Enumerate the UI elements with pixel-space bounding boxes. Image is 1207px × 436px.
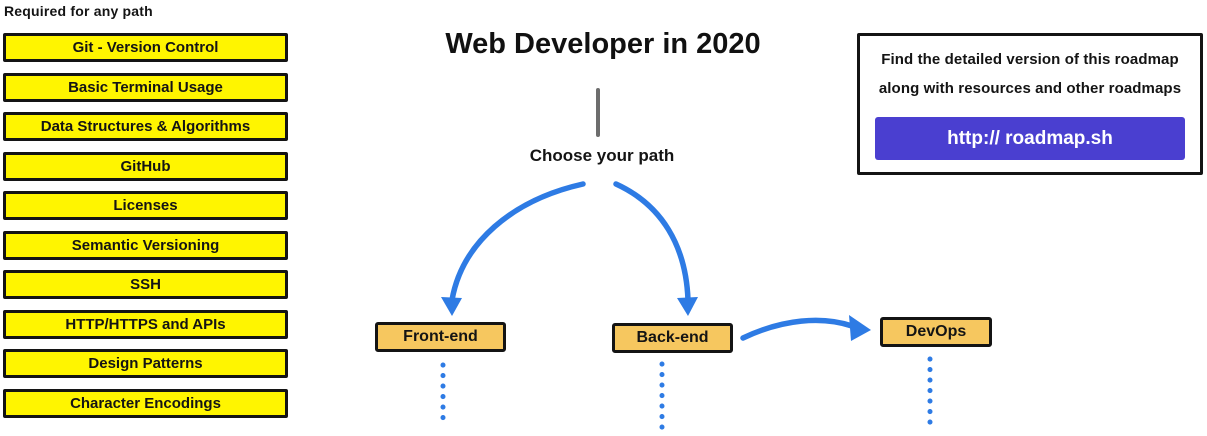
roadmap-link-button[interactable]: http:// roadmap.sh <box>875 117 1185 160</box>
arrowhead-backend-icon <box>677 297 698 316</box>
skill-item-licenses[interactable]: Licenses <box>3 191 288 220</box>
skill-item-ssh[interactable]: SSH <box>3 270 288 299</box>
info-line-1: Find the detailed version of this roadma… <box>881 51 1179 68</box>
arrowhead-frontend-icon <box>441 297 462 316</box>
path-box-frontend[interactable]: Front-end <box>375 322 506 352</box>
skill-item-data-structures-algorithms[interactable]: Data Structures & Algorithms <box>3 112 288 141</box>
arrow-backend-to-devops <box>740 317 855 341</box>
choose-path-label: Choose your path <box>529 146 675 165</box>
info-box: Find the detailed version of this roadma… <box>857 33 1203 175</box>
required-section-title: Required for any path <box>4 3 153 19</box>
required-skill-list: Git - Version Control Basic Terminal Usa… <box>3 33 288 418</box>
arrow-to-backend <box>613 181 691 303</box>
arrowhead-devops-icon <box>849 315 871 341</box>
path-box-backend[interactable]: Back-end <box>612 323 733 353</box>
path-box-devops[interactable]: DevOps <box>880 317 992 347</box>
skill-item-semantic-versioning[interactable]: Semantic Versioning <box>3 230 288 260</box>
skill-item-git-version-control[interactable]: Git - Version Control <box>3 33 288 62</box>
arrow-to-frontend <box>449 181 586 303</box>
page-title: Web Developer in 2020 <box>445 28 761 60</box>
info-line-2: along with resources and other roadmaps <box>878 80 1182 97</box>
title-connector-line <box>596 88 600 137</box>
skill-item-character-encodings[interactable]: Character Encodings <box>3 388 288 418</box>
skill-item-basic-terminal-usage[interactable]: Basic Terminal Usage <box>3 72 288 102</box>
skill-item-http-https-apis[interactable]: HTTP/HTTPS and APIs <box>3 309 288 339</box>
skill-item-github[interactable]: GitHub <box>3 151 288 181</box>
skill-item-design-patterns[interactable]: Design Patterns <box>3 349 288 378</box>
